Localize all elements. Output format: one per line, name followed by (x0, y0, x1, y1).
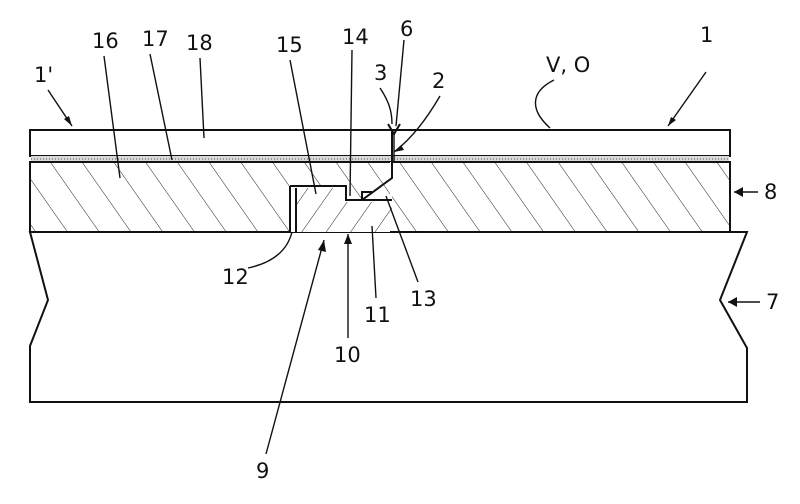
label-11: 11 (364, 303, 391, 327)
subfloor-base (28, 231, 749, 403)
arrow-8 (734, 187, 743, 197)
label-16: 16 (92, 29, 119, 53)
label-13: 13 (410, 287, 437, 311)
leader-18 (199, 57, 205, 139)
leader-13 (385, 195, 419, 283)
leader-14 (349, 49, 353, 197)
arrow-1prime (64, 116, 72, 126)
label-17: 17 (142, 27, 169, 51)
label-18: 18 (186, 31, 213, 55)
leader-vo (534, 79, 555, 129)
label-v-o: V, O (546, 53, 590, 77)
joint-lip (361, 191, 372, 200)
leader-3 (379, 87, 393, 125)
leader-11 (371, 225, 377, 299)
leader-17 (149, 53, 173, 161)
arrow-10 (344, 234, 352, 244)
label-12: 12 (222, 265, 249, 289)
label-6: 6 (400, 17, 413, 41)
leader-1 (667, 71, 707, 127)
label-1: 1 (700, 23, 713, 47)
label-7: 7 (766, 290, 779, 314)
leader-16 (103, 55, 121, 179)
leader-6 (395, 39, 405, 127)
label-1-prime: 1' (34, 63, 53, 87)
label-9: 9 (256, 459, 269, 483)
label-3: 3 (374, 61, 387, 85)
label-15: 15 (276, 33, 303, 57)
label-2: 2 (432, 69, 445, 93)
tongue-profile (296, 188, 392, 232)
arrow-2 (394, 145, 404, 152)
arrow-7 (728, 297, 737, 307)
top-layer (29, 129, 731, 157)
leader-9 (265, 239, 325, 455)
arrow-9 (318, 240, 326, 252)
arrow-1 (668, 117, 676, 126)
label-8: 8 (764, 180, 777, 204)
joint-outline (290, 130, 393, 201)
leader-15 (289, 59, 317, 195)
leader-12 (247, 231, 293, 269)
label-14: 14 (342, 25, 369, 49)
leader-2 (393, 95, 441, 153)
label-10: 10 (334, 343, 361, 367)
